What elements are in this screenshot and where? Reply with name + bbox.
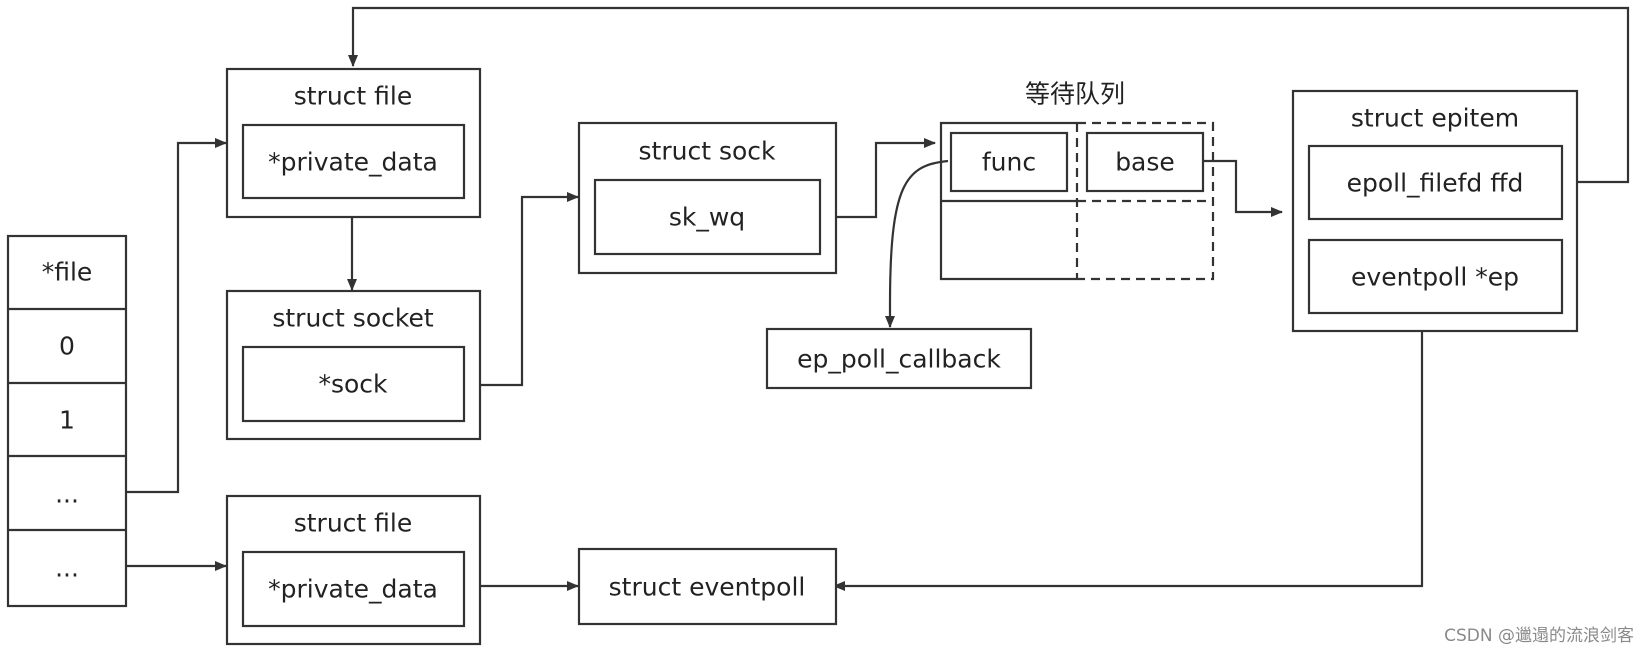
ep-poll-callback-label: ep_poll_callback (797, 345, 1001, 374)
ep-poll-callback: ep_poll_callback (765, 327, 1033, 390)
struct-file-bottom-title: struct file (294, 509, 413, 538)
fd-cell-0: 0 (59, 332, 75, 361)
struct-file-bottom: struct file *private_data (225, 494, 482, 646)
struct-epitem-field-ffd: epoll_filefd ffd (1347, 169, 1524, 198)
arrow-epitem-to-file1 (348, 6, 1630, 184)
arrow-func-to-callback (885, 159, 949, 328)
struct-sock-field: sk_wq (669, 203, 745, 232)
arrow-socket-to-sock (463, 192, 579, 387)
watermark: CSDN @邋遢的流浪剑客 (1444, 626, 1634, 646)
struct-sock: struct sock sk_wq (577, 121, 838, 275)
struct-epitem-title: struct epitem (1351, 104, 1519, 133)
struct-socket-field: *sock (318, 370, 388, 399)
fd-cell-header: *file (42, 258, 93, 287)
struct-socket-title: struct socket (272, 304, 433, 333)
fd-table: *file 0 1 ... ... (6, 234, 128, 608)
fd-cell-1: 1 (59, 406, 75, 435)
wait-queue: 等待队列 func base (939, 80, 1215, 281)
wait-queue-func: func (982, 148, 1036, 177)
wait-queue-title: 等待队列 (1025, 80, 1125, 109)
struct-epitem: struct epitem epoll_filefd ffd eventpoll… (1291, 89, 1579, 333)
struct-eventpoll-label: struct eventpoll (609, 573, 806, 602)
struct-epitem-field-ep: eventpoll *ep (1351, 263, 1519, 292)
struct-file-bottom-field: *private_data (268, 575, 438, 604)
connectors (125, 6, 1630, 591)
arrow-ep-to-eventpoll (833, 313, 1424, 591)
arrow-fd-to-file1 (125, 138, 227, 494)
fd-cell-ellipsis-2: ... (55, 554, 79, 583)
struct-file-top-field: *private_data (268, 148, 438, 177)
arrow-sock-to-waitqueue (816, 138, 936, 219)
struct-file-top-title: struct file (294, 82, 413, 111)
struct-sock-title: struct sock (639, 137, 777, 166)
fd-cell-ellipsis-1: ... (55, 480, 79, 509)
struct-eventpoll: struct eventpoll (577, 547, 838, 626)
struct-file-top: struct file *private_data (225, 67, 482, 219)
arrow-base-to-epitem (1196, 159, 1283, 217)
struct-socket: struct socket *sock (225, 289, 482, 441)
wait-queue-base: base (1115, 148, 1175, 177)
